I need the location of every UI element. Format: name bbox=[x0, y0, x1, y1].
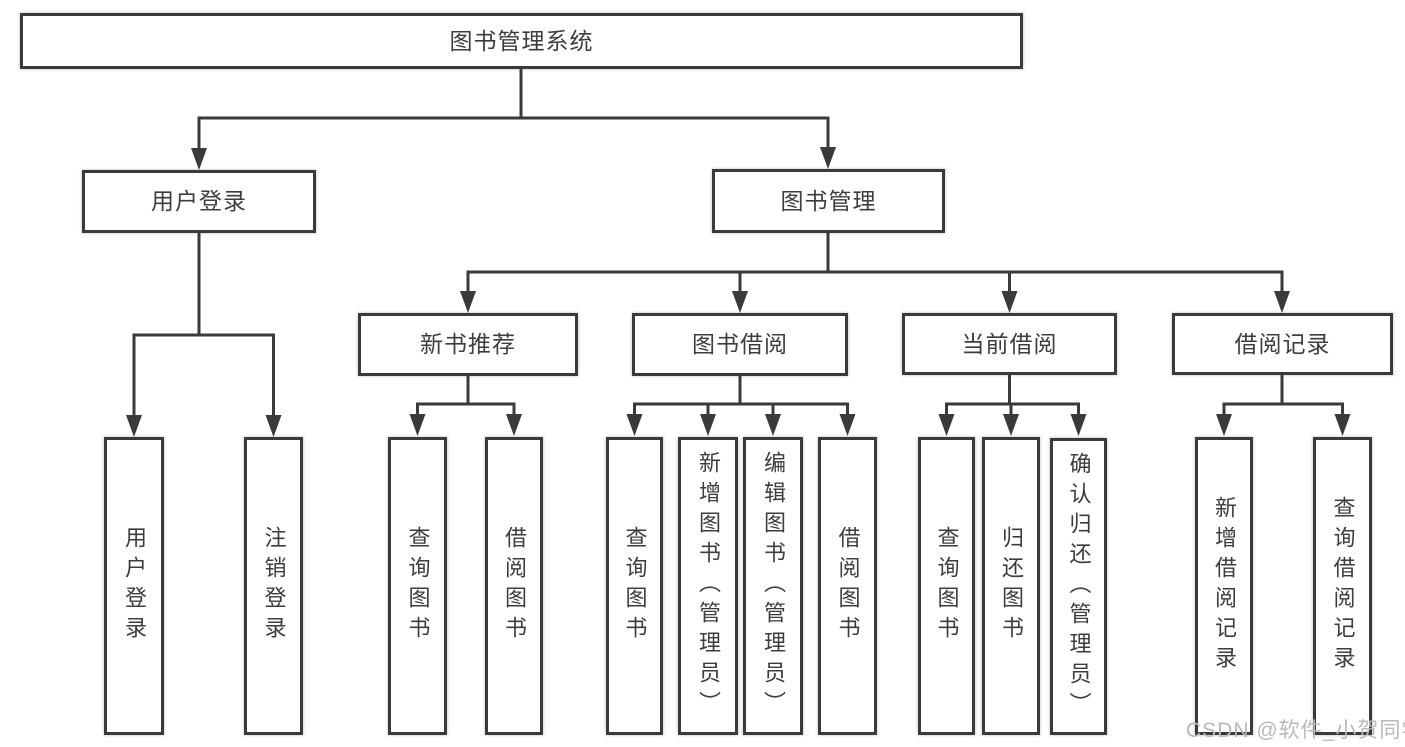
leaf-query-books-2-label: 查询图书 bbox=[622, 526, 648, 646]
leaf-borrow-books-2-label: 借阅图书 bbox=[835, 526, 861, 646]
node-user-login: 用户登录 bbox=[82, 170, 316, 233]
node-library-system-label: 图书管理系统 bbox=[449, 27, 594, 54]
node-book-borrowing: 图书借阅 bbox=[632, 313, 848, 376]
leaf-user-login-label: 用户登录 bbox=[122, 526, 147, 646]
leaf-add-borrow-record-label: 新增借阅记录 bbox=[1212, 496, 1237, 676]
leaf-add-borrow-record: 新增借阅记录 bbox=[1195, 437, 1253, 735]
leaf-confirm-return-admin: 确认归还（管理员） bbox=[1050, 438, 1107, 735]
leaf-query-books-1: 查询图书 bbox=[388, 437, 447, 735]
leaf-user-login: 用户登录 bbox=[104, 437, 164, 735]
csdn-watermark: CSDN @软件_小贺同学 bbox=[1186, 719, 1405, 742]
leaf-query-books-3-label: 查询图书 bbox=[934, 526, 960, 646]
leaf-logout: 注销登录 bbox=[244, 437, 303, 735]
leaf-borrow-books-1-label: 借阅图书 bbox=[502, 526, 527, 646]
leaf-query-books-1-label: 查询图书 bbox=[405, 526, 431, 646]
leaf-query-books-3: 查询图书 bbox=[918, 437, 975, 735]
node-book-borrowing-label: 图书借阅 bbox=[692, 331, 788, 357]
leaf-confirm-return-admin-label: 确认归还（管理员） bbox=[1066, 451, 1092, 722]
leaf-return-books: 归还图书 bbox=[982, 437, 1040, 735]
leaf-edit-book-admin: 编辑图书（管理员） bbox=[743, 437, 803, 735]
node-current-borrowing: 当前借阅 bbox=[902, 313, 1117, 375]
leaf-query-borrow-record-label: 查询借阅记录 bbox=[1330, 496, 1356, 676]
leaf-return-books-label: 归还图书 bbox=[999, 526, 1024, 646]
leaf-query-borrow-record: 查询借阅记录 bbox=[1313, 437, 1372, 735]
leaf-logout-label: 注销登录 bbox=[261, 526, 287, 646]
node-borrowing-records: 借阅记录 bbox=[1172, 313, 1393, 375]
node-book-management-label: 图书管理 bbox=[780, 187, 877, 214]
leaf-borrow-books-2: 借阅图书 bbox=[818, 437, 877, 735]
leaf-query-books-2: 查询图书 bbox=[606, 437, 663, 735]
leaf-borrow-books-1: 借阅图书 bbox=[485, 437, 543, 735]
node-library-system: 图书管理系统 bbox=[20, 13, 1023, 69]
node-user-login-label: 用户登录 bbox=[151, 188, 247, 214]
node-new-book-recommend-label: 新书推荐 bbox=[420, 331, 516, 357]
node-borrowing-records-label: 借阅记录 bbox=[1234, 330, 1331, 357]
node-current-borrowing-label: 当前借阅 bbox=[961, 330, 1058, 357]
node-book-management: 图书管理 bbox=[712, 169, 945, 233]
node-new-book-recommend: 新书推荐 bbox=[358, 313, 578, 376]
leaf-add-book-admin-label: 新增图书（管理员） bbox=[696, 451, 721, 721]
leaf-add-book-admin: 新增图书（管理员） bbox=[678, 437, 738, 735]
leaf-edit-book-admin-label: 编辑图书（管理员） bbox=[761, 451, 786, 721]
